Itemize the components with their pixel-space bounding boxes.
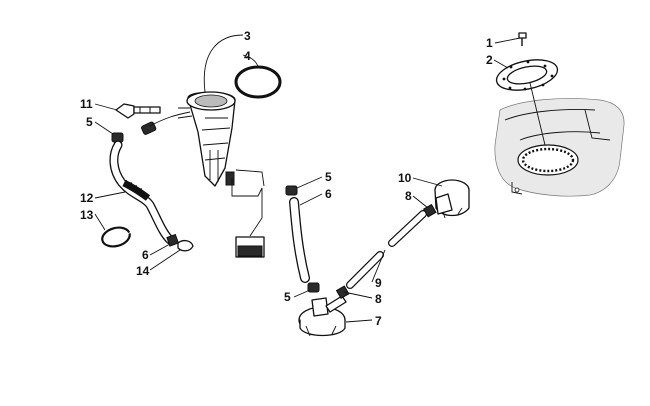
callout-5: 5 [86, 115, 93, 129]
callout-8: 8 [375, 292, 382, 306]
callout-1: 1 [486, 36, 493, 50]
callout-5: 5 [284, 290, 291, 304]
callout-14: 14 [136, 264, 150, 278]
callout-2: 2 [486, 53, 493, 67]
clamp-ring [101, 226, 131, 248]
callout-8: 8 [405, 189, 412, 203]
callout-11: 11 [80, 97, 93, 111]
valve-lower [298, 295, 347, 337]
callout-10: 10 [398, 171, 412, 185]
tube-section [335, 203, 437, 300]
tank-plate [495, 59, 559, 91]
callout-4: 4 [244, 49, 251, 63]
fuel-hose-left [109, 140, 180, 247]
callout-5: 5 [325, 170, 332, 184]
callout-9: 9 [375, 276, 382, 290]
leader-lines [94, 34, 521, 323]
fuel-hose-center [285, 185, 320, 293]
valve-upper [434, 179, 470, 219]
connector-fitting [115, 103, 161, 119]
callout-6: 6 [325, 187, 332, 201]
pump-o-ring [234, 65, 282, 99]
callout-12: 12 [80, 191, 94, 205]
fuel-pump-assembly [141, 91, 265, 258]
callout-7: 7 [375, 314, 382, 328]
tank-screw [518, 32, 527, 46]
callout-13: 13 [80, 208, 94, 222]
small-clamp [177, 239, 194, 252]
fuel-tank [494, 98, 625, 197]
plate-to-tank-line [529, 82, 546, 146]
callout-6: 6 [142, 248, 149, 262]
callout-3: 3 [244, 29, 251, 43]
